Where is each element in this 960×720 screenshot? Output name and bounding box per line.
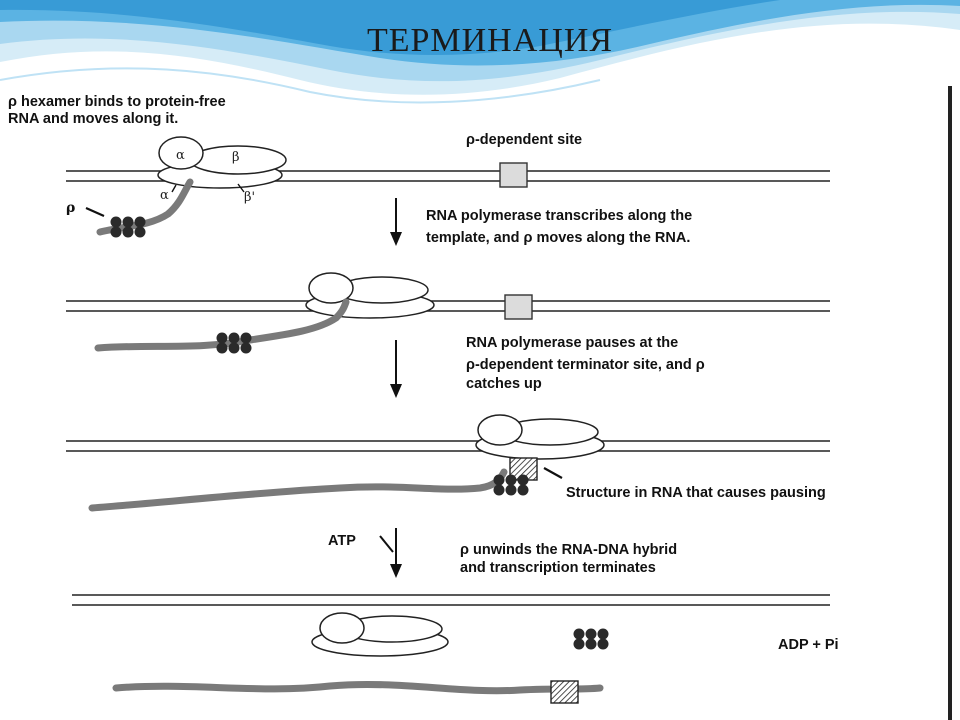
rho-pointer bbox=[85, 206, 105, 218]
rho-label: ρ bbox=[66, 200, 75, 216]
rho-dependent-site-box bbox=[499, 162, 528, 188]
step3-caption-line2: and transcription terminates bbox=[460, 560, 656, 576]
step-arrow bbox=[390, 198, 402, 246]
rna-transcript bbox=[96, 178, 194, 236]
step1-caption-line1: RNA polymerase transcribes along the bbox=[426, 208, 693, 224]
header-wave-decoration bbox=[0, 0, 960, 104]
rho-dependent-site-box bbox=[504, 294, 533, 320]
slide-title: ТЕРМИНАЦИЯ bbox=[366, 22, 614, 59]
subunit-beta-prime-label: β' bbox=[244, 190, 255, 205]
rna-transcript bbox=[88, 468, 508, 512]
step3-caption-line1: ρ unwinds the RNA-DNA hybrid bbox=[460, 542, 678, 558]
rho-hexamer bbox=[493, 474, 529, 496]
stage-2 bbox=[66, 272, 830, 354]
stage-3 bbox=[66, 414, 830, 512]
stage1-caption-line2: RNA and moves along it. bbox=[8, 111, 179, 127]
stage-1: α β α β' ρ bbox=[66, 136, 830, 238]
released-rna bbox=[112, 681, 604, 695]
subunit-alpha-label: α bbox=[176, 148, 185, 163]
step2-caption-line1: RNA polymerase pauses at the bbox=[466, 335, 679, 351]
rna-transcript bbox=[94, 298, 350, 352]
step2-caption-line3: catches up bbox=[466, 376, 542, 392]
right-border-line bbox=[948, 86, 952, 720]
stage1-caption-line1: ρ hexamer binds to protein-free bbox=[8, 94, 226, 110]
structure-pointer bbox=[543, 467, 563, 479]
rna-polymerase bbox=[475, 414, 605, 460]
rho-hexamer bbox=[216, 332, 252, 354]
rho-hexamer bbox=[110, 216, 146, 238]
subunit-pointer bbox=[237, 183, 245, 193]
step2-caption-line2: ρ-dependent terminator site, and ρ bbox=[466, 357, 705, 373]
rna-polymerase bbox=[311, 612, 449, 657]
rna-polymerase bbox=[157, 136, 287, 189]
subunit-beta-label: β bbox=[232, 150, 240, 165]
step-arrow bbox=[390, 340, 402, 398]
subunit-pointer bbox=[171, 184, 177, 193]
products-label: ADP + Pi bbox=[778, 637, 839, 653]
step-arrow bbox=[379, 528, 402, 578]
rho-hexamer bbox=[573, 628, 609, 650]
stage-5 bbox=[72, 594, 830, 704]
pausing-structure-box bbox=[550, 680, 579, 704]
subunit-alpha2-label: α bbox=[160, 188, 169, 203]
step1-caption-line2: template, and ρ moves along the RNA. bbox=[426, 230, 691, 246]
atp-pointer bbox=[379, 535, 394, 553]
rna-polymerase bbox=[305, 272, 435, 319]
pausing-structure-label: Structure in RNA that causes pausing bbox=[566, 485, 826, 501]
atp-label: ATP bbox=[328, 533, 356, 549]
rho-dependent-site-label: ρ-dependent site bbox=[466, 132, 583, 148]
